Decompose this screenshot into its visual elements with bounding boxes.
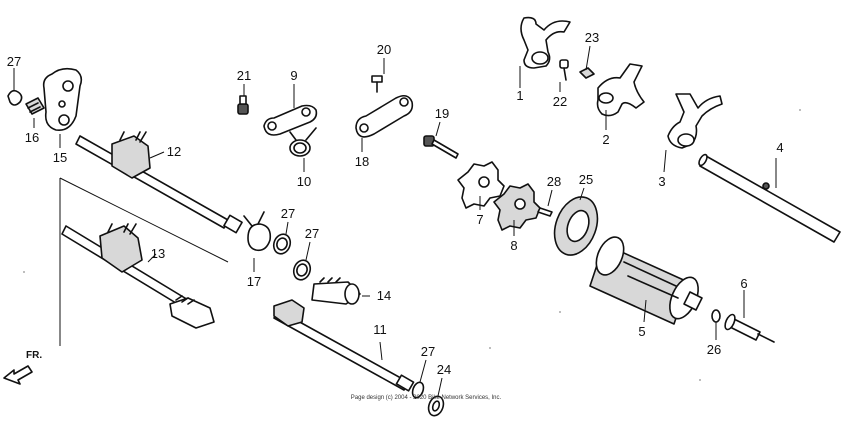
callout-10: 10 bbox=[297, 174, 311, 189]
part-24-washer bbox=[427, 395, 445, 417]
part-10-spring bbox=[289, 127, 317, 157]
part-27-ring-upper bbox=[272, 233, 292, 255]
part-15-plate bbox=[42, 67, 83, 132]
callout-20: 20 bbox=[377, 42, 391, 57]
callout-13: 13 bbox=[151, 246, 165, 261]
part-19-bolt bbox=[423, 135, 459, 159]
callout-8: 8 bbox=[510, 238, 517, 253]
callout-19: 19 bbox=[435, 106, 449, 121]
callout-28: 28 bbox=[547, 174, 561, 189]
callout-27-bottom: 27 bbox=[421, 344, 435, 359]
callout-27-lower: 27 bbox=[305, 226, 319, 241]
callout-4: 4 bbox=[776, 140, 783, 155]
callout-9: 9 bbox=[290, 68, 297, 83]
callout-1: 1 bbox=[516, 88, 523, 103]
part-1-fork bbox=[520, 16, 571, 69]
part-26-washer bbox=[711, 309, 721, 323]
direction-label: FR. bbox=[26, 350, 42, 361]
part-2-fork bbox=[596, 63, 645, 117]
part-21-bolt bbox=[237, 95, 249, 115]
callout-12: 12 bbox=[167, 144, 181, 159]
part-27-clip-bottom bbox=[411, 381, 425, 399]
part-4-shaft bbox=[698, 153, 841, 243]
callout-3: 3 bbox=[658, 174, 665, 189]
part-28-pin bbox=[537, 207, 553, 217]
part-18-plate bbox=[355, 94, 414, 138]
part-9-arm bbox=[263, 104, 318, 136]
part-13-shaft bbox=[61, 223, 215, 329]
callout-5: 5 bbox=[638, 324, 645, 339]
callout-2: 2 bbox=[602, 132, 609, 147]
part-7-gear bbox=[457, 161, 505, 209]
part-25-bearing bbox=[553, 196, 599, 256]
callout-22: 22 bbox=[553, 94, 567, 109]
callout-24: 24 bbox=[437, 362, 451, 377]
callout-17: 17 bbox=[247, 274, 261, 289]
part-27-ring-lower bbox=[292, 259, 312, 281]
part-22-bolt bbox=[559, 59, 569, 81]
part-8-gear bbox=[493, 183, 541, 231]
part-16-spring bbox=[25, 97, 45, 115]
part-14-collar bbox=[311, 277, 361, 305]
part-27-clip bbox=[7, 89, 23, 106]
part-12-shaft bbox=[75, 131, 243, 234]
callout-15: 15 bbox=[53, 150, 67, 165]
callout-7: 7 bbox=[476, 212, 483, 227]
callout-16: 16 bbox=[25, 130, 39, 145]
callout-26: 26 bbox=[707, 342, 721, 357]
part-6-pin bbox=[724, 313, 775, 343]
direction-arrow-icon bbox=[3, 365, 33, 385]
callout-27: 27 bbox=[7, 54, 21, 69]
part-5-drum bbox=[589, 236, 703, 325]
copyright-text: Page design (c) 2004 - 2020 Bike Network… bbox=[351, 395, 502, 401]
part-17-spring bbox=[243, 211, 272, 252]
callout-25: 25 bbox=[579, 172, 593, 187]
callout-11: 11 bbox=[373, 322, 387, 337]
callout-23: 23 bbox=[585, 30, 599, 45]
callout-6: 6 bbox=[740, 276, 747, 291]
callout-18: 18 bbox=[355, 154, 369, 169]
part-11-shaft bbox=[273, 299, 415, 392]
callout-21: 21 bbox=[237, 68, 251, 83]
part-20-screw bbox=[371, 75, 383, 93]
callout-27-upper: 27 bbox=[281, 206, 295, 221]
part-3-fork bbox=[667, 93, 723, 149]
part-23-pin bbox=[579, 67, 595, 79]
callout-14: 14 bbox=[377, 288, 391, 303]
